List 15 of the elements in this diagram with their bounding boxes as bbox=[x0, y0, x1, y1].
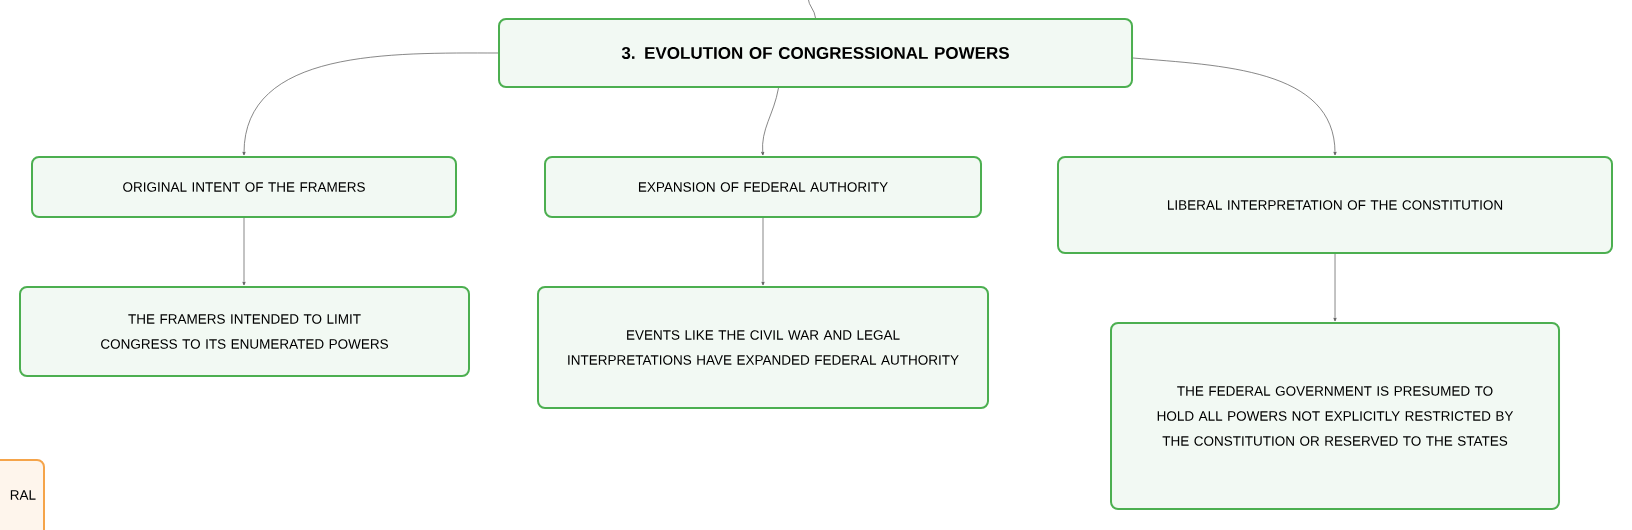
connector bbox=[1333, 253, 1337, 322]
side-box: RAL bbox=[0, 459, 45, 530]
connector bbox=[242, 217, 246, 286]
detail-box: THE FEDERAL GOVERNMENT IS PRESUMED TO HOLD ALL POWERS NOT EXPLICITLY RESTRICTED BY THE CONSTITUTION OR RESERVED TO THE STATES bbox=[1110, 322, 1560, 510]
connector bbox=[761, 217, 765, 286]
subtopic-box: EXPANSION OF FEDERAL AUTHORITY bbox=[544, 156, 982, 218]
detail-box: EVENTS LIKE THE CIVIL WAR AND LEGAL INTERPRETATIONS HAVE EXPANDED FEDERAL AUTHORITY bbox=[537, 286, 989, 409]
subtopic-box: ORIGINAL INTENT OF THE FRAMERS bbox=[31, 156, 457, 218]
connector bbox=[807, 0, 816, 19]
detail-box: THE FRAMERS INTENDED TO LIMIT CONGRESS TO ITS ENUMERATED POWERS bbox=[19, 286, 470, 377]
topic-box: 3. EVOLUTION OF CONGRESSIONAL POWERS bbox=[498, 18, 1133, 88]
connector bbox=[761, 87, 779, 156]
connector bbox=[242, 52, 499, 156]
subtopic-box: LIBERAL INTERPRETATION OF THE CONSTITUTION bbox=[1057, 156, 1613, 254]
connector bbox=[1132, 57, 1337, 156]
